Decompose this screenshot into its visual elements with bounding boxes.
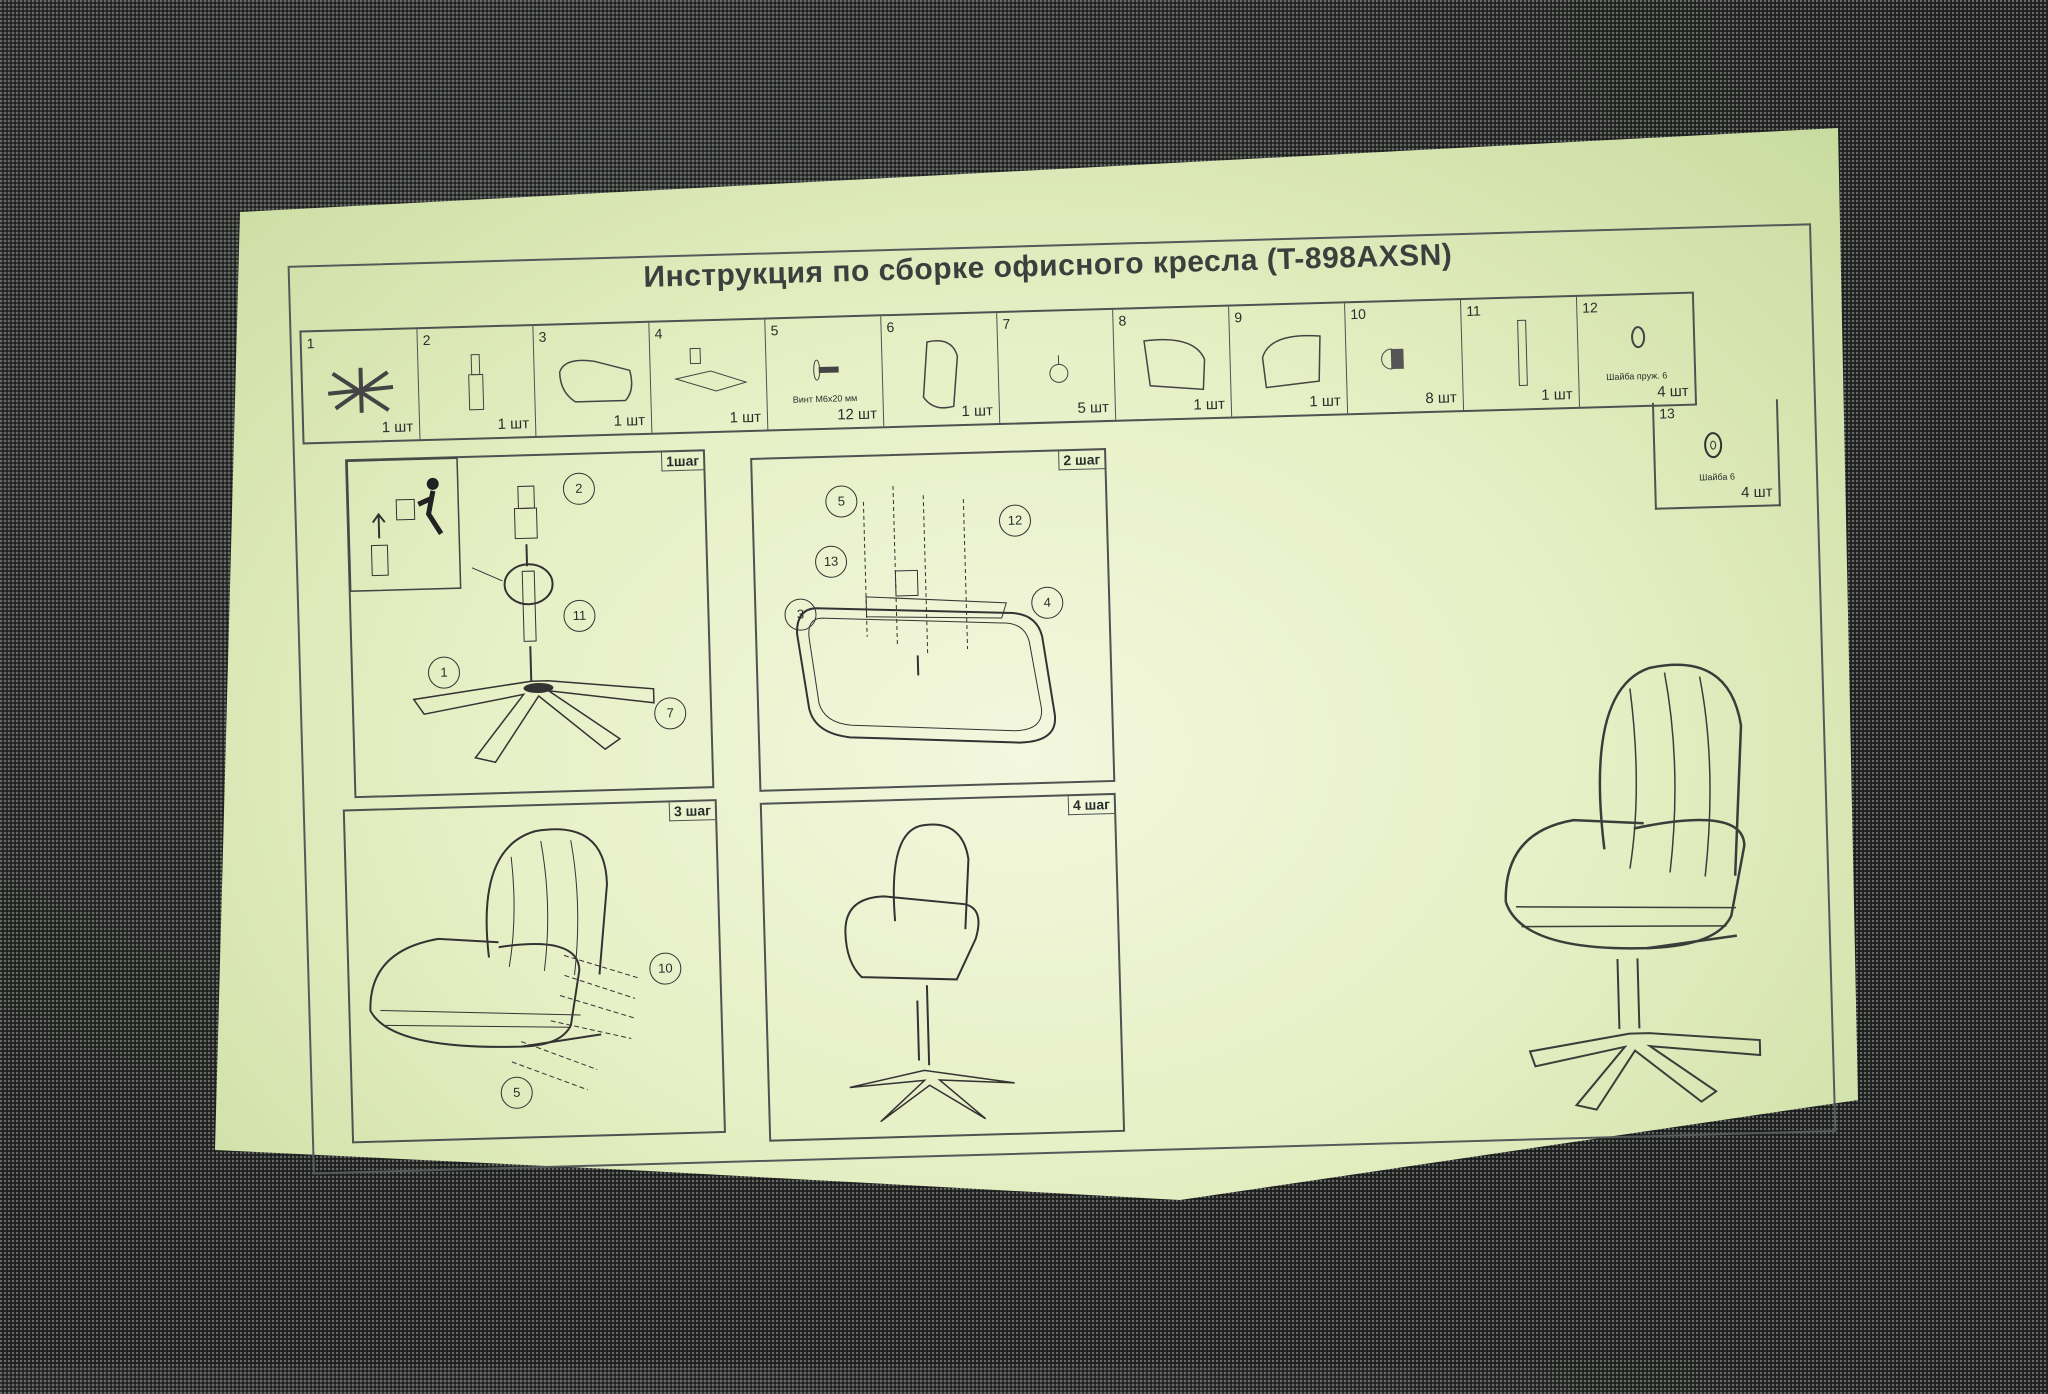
part-number: 8 [1118,312,1127,329]
part-number: 7 [1002,315,1011,332]
armrest-assembly-drawing [369,828,640,1091]
step-2-panel: 2 шаг 5 13 12 3 4 [750,448,1116,792]
screw-icon [813,359,839,381]
part-quantity: 1 шт [729,408,762,427]
assembled-chair-drawing [1504,663,1762,1111]
part-1: 1 1 шт [301,329,421,443]
part-3: 3 1 шт [533,322,653,436]
part-quantity: 5 шт [1077,398,1110,417]
seat-mechanism-drawing [796,486,1057,744]
part-13: 13 Шайба 6 4 шт [1651,399,1781,510]
part-quantity: 1 шт [613,411,646,430]
caster-icon [1049,355,1069,383]
part-number: 9 [1234,309,1243,326]
part-quantity: 1 шт [1541,386,1573,404]
part-number: 1 [306,335,315,352]
instruction-sheet [215,128,1858,1200]
part-10: 10 8 шт [1345,300,1465,414]
part-11: 11 1 шт [1460,296,1581,411]
part-quantity: 1 шт [1309,392,1342,411]
part-number: 6 [886,318,895,336]
part-quantity: 1 шт [961,402,994,421]
part-note: Шайба 6 [1699,471,1736,483]
final-assembly-drawing [844,823,1015,1123]
armrest-right-icon [1261,334,1321,389]
base-assembly-drawing [412,485,655,764]
part-number: 5 [770,322,779,339]
part-quantity: 1 шт [381,418,414,437]
part-8: 8 1 шт [1113,306,1233,420]
part-number: 4 [654,325,663,342]
part-number: 13 [1659,405,1676,422]
part-number: 2 [422,331,431,349]
mechanism-icon [673,347,748,392]
part-9: 9 1 шт [1229,303,1349,417]
part-number: 12 [1582,299,1599,316]
part-quantity: 1 шт [1193,395,1226,414]
armrest-left-icon [1143,338,1206,391]
part-number: 3 [538,328,547,345]
gas-lift-icon [468,354,485,411]
seat-icon [558,359,633,403]
spring-washer-icon [1631,326,1646,349]
part-7: 7 5 шт [997,309,1117,424]
part-number: 11 [1466,302,1482,319]
part-2: 2 1 шт [417,326,537,440]
part-quantity: 4 шт [1656,382,1689,401]
part-number: 10 [1350,305,1367,323]
cover-tube-icon [1517,319,1528,387]
backrest-icon [922,340,959,409]
part-quantity: 4 шт [1740,483,1773,502]
part-quantity: 1 шт [497,415,530,434]
part-4: 4 1 шт [649,319,769,433]
step-4-panel: 4 шаг [759,792,1126,1142]
washer-icon [1704,432,1723,459]
step-1-panel: 1шаг 2 11 1 7 [345,449,715,799]
step-3-panel: 3 шаг 10 5 [342,799,726,1144]
star-base-icon [327,367,394,413]
discard-cap-icon [346,457,462,592]
part-6: 6 1 шт [881,313,1001,427]
part-quantity: 12 шт [836,405,878,424]
part-quantity: 8 шт [1425,389,1457,408]
cap-icon [1381,348,1404,370]
